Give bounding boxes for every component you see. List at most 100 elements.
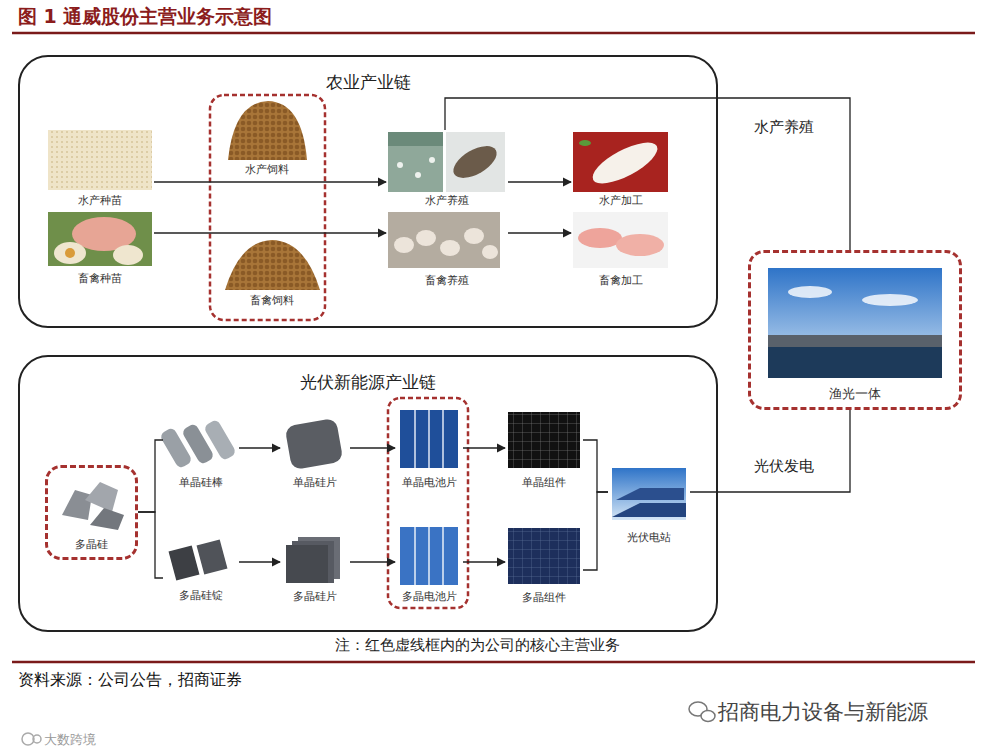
cloud	[862, 294, 918, 306]
item-caption: 单晶组件	[522, 476, 566, 490]
egg	[54, 242, 86, 264]
seed-bg	[48, 212, 152, 266]
item-caption: 多晶硅	[75, 538, 108, 552]
item-caption: 单晶硅棒	[179, 476, 223, 490]
connector	[239, 447, 280, 448]
fish	[448, 140, 502, 185]
title-rule	[12, 32, 975, 35]
farm-bg	[388, 212, 500, 268]
core-business-frame	[210, 95, 325, 320]
item-caption: 畜禽养殖	[425, 274, 469, 288]
item-caption: 多晶电池片	[402, 590, 457, 604]
meat-slice	[616, 234, 664, 256]
fish-bg	[446, 132, 505, 192]
connector	[463, 447, 505, 448]
silicon-ingot	[197, 539, 228, 574]
busbars	[415, 410, 443, 468]
connector	[445, 98, 850, 250]
poly-wafer-image	[286, 537, 340, 583]
item-node: 畜禽饲料	[222, 238, 322, 308]
pond	[388, 132, 443, 192]
chicken	[464, 228, 484, 244]
panel-array	[768, 335, 942, 347]
mono-cell-image	[400, 410, 458, 468]
item-node: 水产加工	[571, 130, 671, 208]
figure-title: 图 1 通威股份主营业务示意图	[18, 4, 272, 30]
livestock-farm-image	[388, 212, 500, 268]
edge-label: 水产养殖	[752, 118, 816, 137]
livestock-processing-image	[573, 212, 668, 268]
splash	[397, 162, 403, 168]
connector	[350, 561, 395, 562]
item-caption: 畜禽饲料	[250, 294, 294, 308]
connector	[138, 512, 163, 578]
chicken	[482, 245, 498, 259]
splash	[429, 157, 435, 163]
busbars	[415, 527, 443, 585]
chain-group-box: 农业产业链水产种苗畜禽种苗水产饲料畜禽饲料水产养殖畜禽养殖水产加工畜禽加工	[18, 55, 718, 328]
fish-fillet	[587, 135, 663, 192]
connector	[138, 440, 163, 512]
aqua-seed-image	[48, 130, 152, 190]
plate-bg	[573, 212, 668, 268]
item-node: 畜禽种苗	[46, 212, 154, 286]
mono-module	[508, 412, 580, 468]
core-business-box: 多晶硅	[45, 465, 138, 560]
footer-rule	[12, 661, 975, 664]
item-node: 单晶硅棒	[163, 418, 239, 490]
plate-bg	[573, 132, 668, 192]
pellet-pile	[228, 101, 307, 160]
livestock-seed-image	[48, 212, 152, 266]
item-node: 多晶组件	[505, 525, 583, 605]
mono-wafer-image	[285, 418, 344, 470]
fishery-solar-image	[768, 268, 942, 378]
item-caption: 水产加工	[599, 194, 643, 208]
core-business-frame	[388, 398, 468, 608]
sky	[612, 468, 686, 520]
core-business-box: 渔光一体	[748, 250, 962, 410]
watermark: 招商电力设备与新能源	[718, 698, 928, 726]
poly-wafer	[286, 545, 328, 583]
connector	[154, 232, 386, 233]
chicken	[416, 230, 436, 246]
item-caption: 多晶硅片	[293, 590, 337, 604]
egg	[113, 245, 143, 265]
mono-rod-image	[159, 419, 237, 470]
silicon-ingot	[169, 545, 200, 580]
item-node: 单晶电池片	[395, 407, 463, 490]
item-node: 水产饲料	[225, 97, 309, 177]
item-node: 多晶电池片	[395, 524, 463, 604]
silicon-chunk	[90, 508, 124, 530]
mono-cell	[400, 410, 458, 468]
connector	[583, 492, 608, 570]
meat-slice	[578, 228, 622, 248]
aqua-feed-image	[228, 101, 307, 160]
aqua-processing-image	[573, 132, 668, 192]
poly-cell	[400, 527, 458, 585]
item-caption: 畜禽种苗	[78, 272, 122, 286]
chain-group-box: 光伏新能源产业链多晶硅单晶硅棒单晶硅片单晶电池片单晶组件多晶硅锭多晶硅片多晶电池…	[18, 355, 718, 632]
item-node: 水产养殖	[386, 130, 508, 208]
poly-ingot-image	[169, 539, 228, 580]
item-caption: 单晶硅片	[293, 476, 337, 490]
connector	[350, 447, 395, 448]
sky	[768, 268, 942, 378]
splash	[415, 172, 421, 178]
item-caption: 畜禽加工	[599, 274, 643, 288]
mono-wafer	[285, 418, 344, 470]
item-node: 多晶硅锭	[163, 535, 239, 603]
item-node: 水产种苗	[46, 128, 154, 208]
edge-label: 光伏发电	[752, 457, 816, 476]
connector	[239, 561, 280, 562]
item-node: 畜禽养殖	[386, 210, 508, 288]
leaf	[579, 140, 591, 146]
chat-bubble	[701, 711, 715, 722]
aquaculture-image	[388, 132, 505, 192]
silicon-chunk	[85, 482, 118, 512]
poly-module-image	[508, 528, 580, 584]
item-caption: 水产养殖	[425, 194, 469, 208]
poly-cell-image	[400, 527, 458, 585]
seed-fill	[48, 130, 152, 190]
logo-ring	[22, 733, 34, 745]
item-node: 单晶硅片	[280, 415, 350, 490]
